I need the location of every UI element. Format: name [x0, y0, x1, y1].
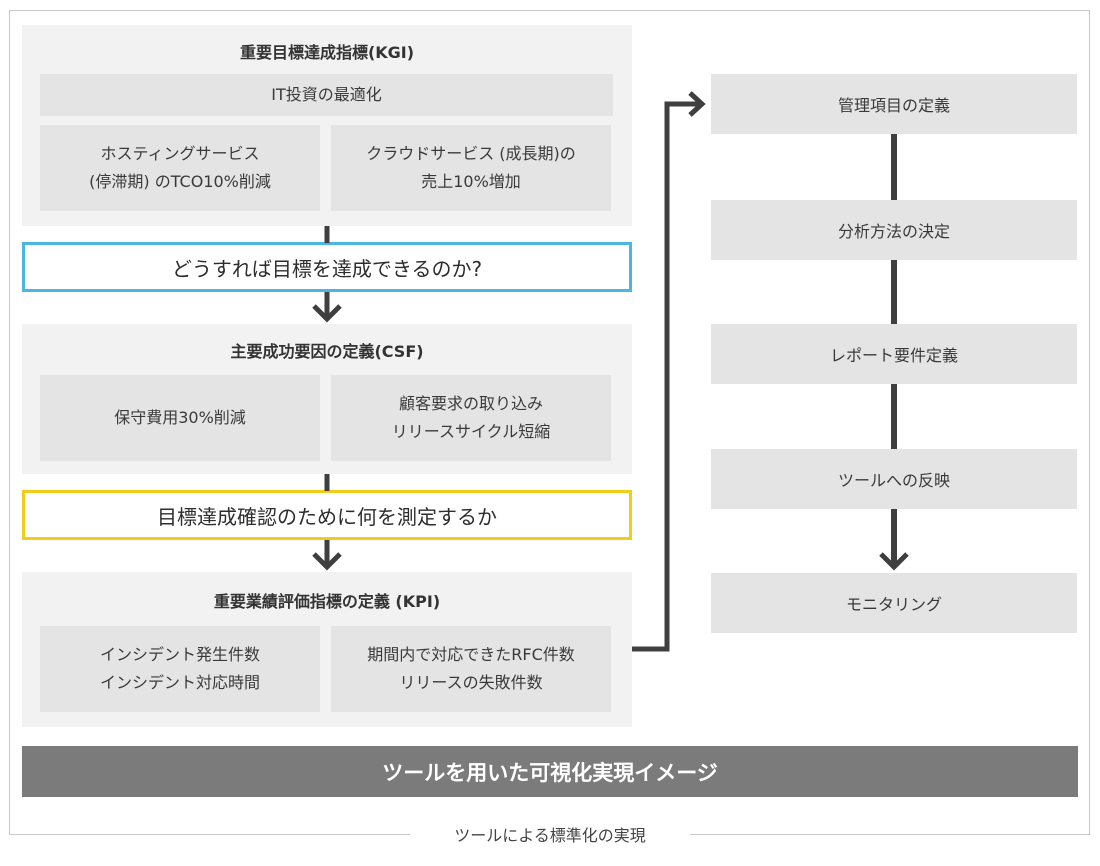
visualization-banner: ツールを用いた可視化実現イメージ [22, 746, 1078, 797]
question-how-to-achieve: どうすれば目標を達成できるのか? [22, 242, 632, 292]
arrow-head-csf [312, 304, 342, 323]
kpi-title: 重要業績評価指標の定義 (KPI) [213, 592, 441, 611]
arrow-head-steps [688, 91, 706, 117]
step-report-requirements: レポート要件定義 [711, 324, 1077, 384]
step-analysis-method: 分析方法の決定 [711, 200, 1077, 260]
step-tool-reflection: ツールへの反映 [711, 449, 1077, 509]
csf-right-box: 顧客要求の取り込み リリースサイクル短縮 [331, 375, 611, 461]
step-connector-3 [891, 384, 897, 449]
step-monitoring: モニタリング [711, 573, 1077, 633]
question-what-to-measure: 目標達成確認のために何を測定するか [22, 490, 632, 540]
step-connector-1 [891, 134, 897, 200]
diagram-caption: ツールによる標準化の実現 [410, 822, 690, 850]
step-connector-2 [891, 260, 897, 324]
kgi-title: 重要目標達成指標(KGI) [239, 43, 415, 62]
kgi-left-box: ホスティングサービス (停滞期) のTCO10%削減 [40, 125, 320, 211]
arrow-head-monitoring [879, 552, 909, 571]
kgi-top-box: IT投資の最適化 [40, 74, 613, 116]
kpi-panel: 重要業績評価指標の定義 (KPI) インシデント発生件数 インシデント対応時間 … [22, 572, 632, 727]
kgi-right-box: クラウドサービス (成長期)の 売上10%増加 [331, 125, 611, 211]
csf-left-box: 保守費用30%削減 [40, 375, 320, 461]
csf-title: 主要成功要因の定義(CSF) [230, 342, 424, 361]
kpi-right-box: 期間内で対応できたRFC件数 リリースの失敗件数 [331, 626, 611, 712]
kgi-panel: 重要目標達成指標(KGI) IT投資の最適化 ホスティングサービス (停滞期) … [22, 25, 632, 226]
connector-kpi-to-steps [632, 101, 700, 652]
arrow-head-kpi [312, 552, 342, 571]
kpi-left-box: インシデント発生件数 インシデント対応時間 [40, 626, 320, 712]
step-management-items: 管理項目の定義 [711, 74, 1077, 134]
csf-panel: 主要成功要因の定義(CSF) 保守費用30%削減 顧客要求の取り込み リリースサ… [22, 324, 632, 474]
